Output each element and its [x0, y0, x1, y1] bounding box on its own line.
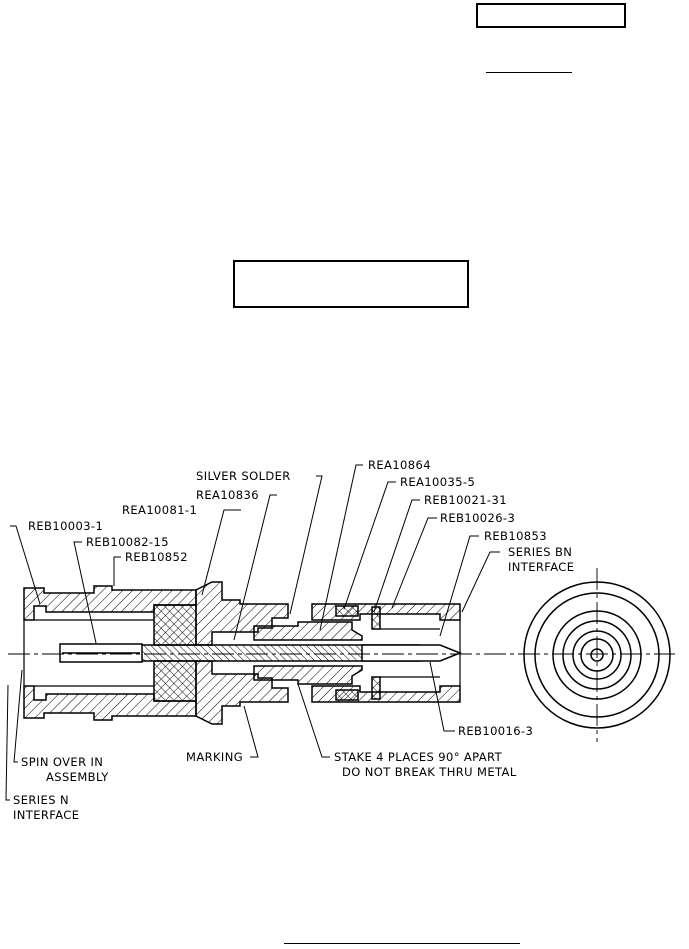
label-series-n-line-1: SERIES N	[13, 793, 69, 807]
small-insulator-bottom	[371, 676, 381, 700]
label-silver-solder: SILVER SOLDER	[196, 469, 291, 483]
label-spin-over-line-2: ASSEMBLY	[46, 770, 109, 784]
leader-lines	[5, 464, 500, 801]
inner-tube-bottom	[253, 665, 363, 685]
inner-tube-top	[253, 621, 363, 641]
bottom-rule	[284, 943, 520, 944]
ring-top	[335, 605, 359, 617]
small-insulator-top	[371, 606, 381, 630]
ring-bottom	[335, 689, 359, 701]
bn-pin	[361, 644, 463, 662]
label-series-n-line-2: INTERFACE	[13, 808, 79, 822]
bn-shell-top	[311, 603, 461, 621]
contacts	[59, 643, 463, 663]
insulator-top	[153, 604, 197, 646]
insulators	[153, 604, 381, 702]
label-series-bn-line-1: SERIES BN	[508, 545, 572, 559]
callout-labels: SILVER SOLDER REA10864 REA10035-5 REB100…	[13, 458, 574, 822]
label-stake-line-2: DO NOT BREAK THRU METAL	[342, 765, 517, 779]
body-top	[195, 581, 289, 646]
label-reb10026-3: REB10026-3	[440, 511, 515, 525]
end-view	[523, 568, 671, 742]
label-marking: MARKING	[186, 750, 243, 764]
label-reb10853: REB10853	[484, 529, 547, 543]
label-rea10035-5: REA10035-5	[400, 475, 475, 489]
label-stake-line-1: STAKE 4 PLACES 90° APART	[334, 750, 503, 764]
connector-body	[23, 581, 461, 725]
center-box	[233, 260, 469, 308]
label-reb10021-31: REB10021-31	[424, 493, 507, 507]
label-series-bn-line-2: INTERFACE	[508, 560, 574, 574]
body-bottom	[195, 660, 289, 725]
label-reb10003-1: REB10003-1	[28, 519, 103, 533]
label-reb10852: REB10852	[125, 550, 188, 564]
label-rea10836: REA10836	[196, 488, 259, 502]
label-rea10081-1: REA10081-1	[122, 503, 197, 517]
insulator-bottom	[153, 660, 197, 702]
top-right-box	[476, 3, 626, 28]
label-reb10082-15: REB10082-15	[86, 535, 169, 549]
label-reb10016-3: REB10016-3	[458, 724, 533, 738]
label-spin-over-line-1: SPIN OVER IN	[21, 755, 103, 769]
interior-lines	[23, 619, 461, 687]
label-rea10864: REA10864	[368, 458, 431, 472]
top-underline	[486, 72, 572, 73]
